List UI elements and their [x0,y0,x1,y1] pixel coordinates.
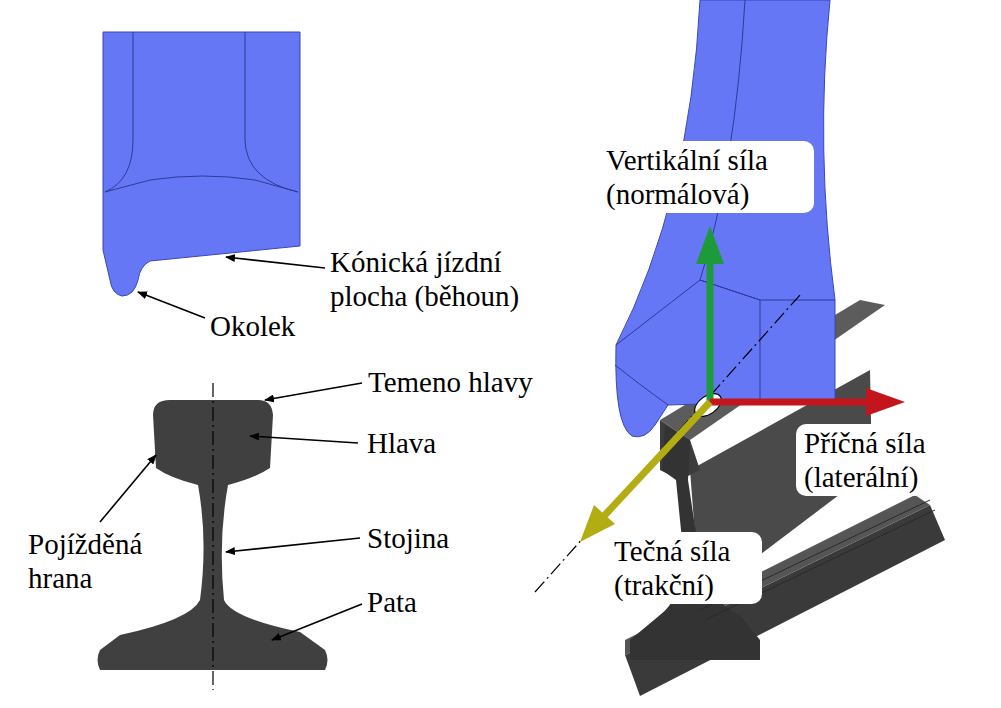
tread-label: Kónická jízdní plocha (běhoun) [330,245,560,313]
wheel-section [103,32,300,296]
rail-foot-label: Pata [367,585,417,619]
wheel-3d [615,0,835,437]
rail-crown-label: Temeno hlavy [368,365,533,399]
flange-label: Okolek [210,309,295,343]
force-label: Příčná síla (laterální) [796,424,962,496]
force-label: Tečná síla (trakční) [606,532,762,604]
rail-web-label: Stojina [367,521,449,555]
gauge-corner-label: Pojížděná hrana [28,527,158,595]
force-label: Vertikální síla (normálová) [598,141,814,213]
rail-head-label: Hlava [367,426,436,460]
leader-lines [100,257,362,640]
